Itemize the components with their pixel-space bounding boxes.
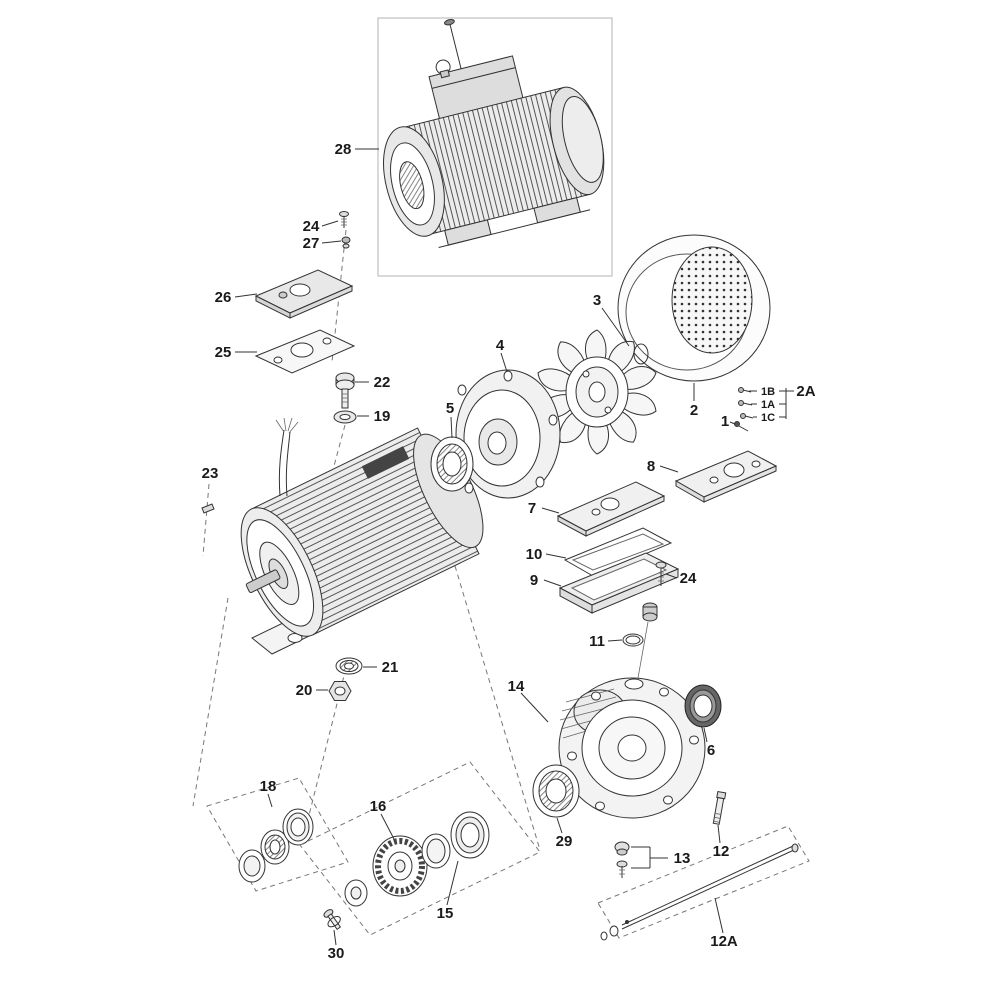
part-9-pan bbox=[558, 552, 680, 679]
callout-24-lower: 24 bbox=[680, 570, 697, 587]
part-16-bearing-kit bbox=[299, 761, 541, 936]
part-4-bearing-flange bbox=[455, 369, 561, 499]
part-21-washer bbox=[335, 657, 363, 675]
part-12-bolt bbox=[712, 790, 727, 825]
callout-2a: 2A bbox=[796, 383, 815, 400]
callout-20: 20 bbox=[296, 682, 313, 699]
part-5-bearing bbox=[430, 436, 474, 492]
part-25-gasket bbox=[254, 329, 356, 374]
callout-7: 7 bbox=[528, 500, 536, 517]
callout-14: 14 bbox=[508, 678, 525, 695]
part-29-bearing bbox=[532, 764, 580, 818]
part-18-seal-kit bbox=[206, 777, 349, 892]
part-1-screw bbox=[734, 421, 740, 427]
callout-29: 29 bbox=[556, 833, 573, 850]
callout-1b: 1B bbox=[761, 386, 775, 398]
callout-5: 5 bbox=[446, 400, 454, 417]
part-13-plug-set bbox=[614, 841, 630, 878]
leader-lines bbox=[234, 148, 794, 946]
callout-1: 1 bbox=[721, 413, 729, 430]
callout-10: 10 bbox=[526, 546, 543, 563]
part-7-plate bbox=[556, 481, 666, 537]
part-11-o-ring bbox=[622, 633, 644, 647]
part-27-grommet bbox=[341, 236, 351, 249]
callout-24-top: 24 bbox=[303, 218, 320, 235]
callout-12: 12 bbox=[713, 843, 730, 860]
part-24-screw-top bbox=[339, 211, 349, 228]
callout-30: 30 bbox=[328, 945, 345, 962]
part-20-nut bbox=[328, 681, 352, 701]
part-10-frame-gasket bbox=[563, 527, 673, 577]
callout-22: 22 bbox=[374, 374, 391, 391]
callout-16: 16 bbox=[370, 798, 387, 815]
callout-9: 9 bbox=[530, 572, 538, 589]
callout-18: 18 bbox=[260, 778, 277, 795]
callout-6: 6 bbox=[707, 742, 715, 759]
callout-1a: 1A bbox=[761, 399, 775, 411]
callout-labels: 28 24 27 26 25 22 19 23 5 4 3 2 2A 1B 1A… bbox=[202, 141, 816, 962]
part-6-shaft-seal bbox=[684, 684, 722, 728]
callout-25: 25 bbox=[215, 344, 232, 361]
callout-2: 2 bbox=[690, 402, 698, 419]
callout-23: 23 bbox=[202, 465, 219, 482]
callout-4: 4 bbox=[496, 337, 505, 354]
part-19-washer bbox=[333, 410, 357, 424]
part-24-screw-lower bbox=[655, 561, 667, 586]
part-23-clip bbox=[201, 503, 215, 514]
part-26-terminal-cover bbox=[254, 269, 354, 319]
callout-11: 11 bbox=[589, 633, 605, 650]
callout-1c: 1C bbox=[761, 412, 775, 424]
callout-15: 15 bbox=[437, 905, 454, 922]
callout-27: 27 bbox=[303, 235, 320, 252]
callout-12a: 12A bbox=[710, 933, 738, 950]
callout-3: 3 bbox=[593, 292, 601, 309]
callout-26: 26 bbox=[215, 289, 232, 306]
part-2a-fixing-kit bbox=[734, 387, 754, 432]
callout-19: 19 bbox=[374, 408, 391, 425]
part-30-screw bbox=[323, 909, 342, 931]
callout-13: 13 bbox=[674, 850, 691, 867]
part-14-pump-housing bbox=[558, 677, 706, 819]
callout-8: 8 bbox=[647, 458, 655, 475]
part-12a-rod-kit bbox=[597, 825, 810, 941]
callout-28: 28 bbox=[335, 141, 352, 158]
part-28-motor-assembly bbox=[377, 17, 613, 277]
part-2-fan-cowl bbox=[617, 234, 771, 382]
part-3-fan bbox=[533, 329, 661, 455]
part-8-cover-plate bbox=[674, 450, 778, 503]
part-22-bolt bbox=[335, 372, 355, 409]
callout-21: 21 bbox=[382, 659, 399, 676]
